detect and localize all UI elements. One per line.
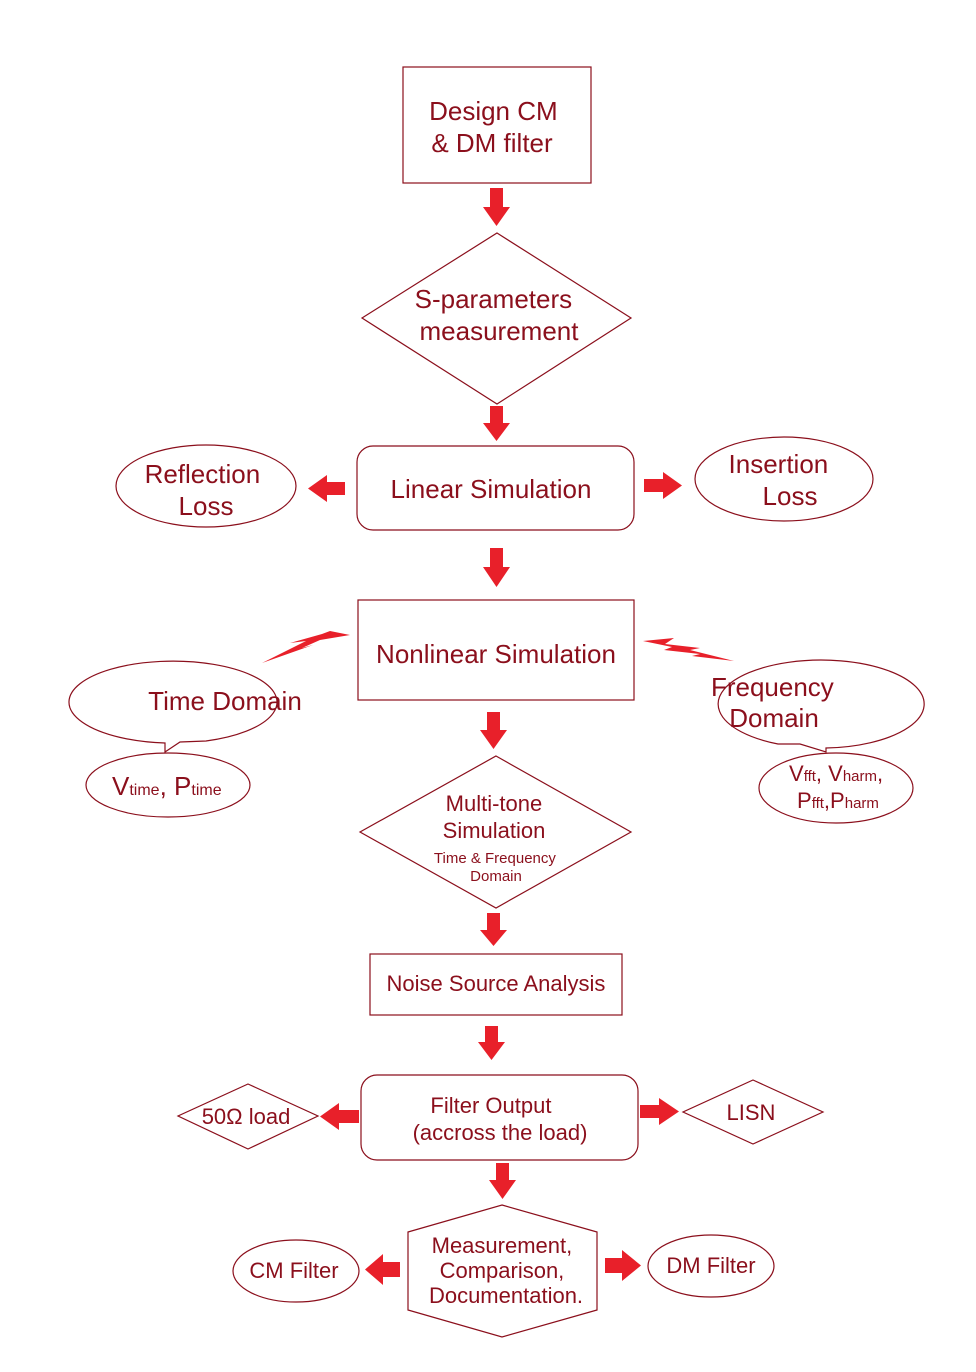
arrow-down-sparams-to-linear <box>483 406 510 441</box>
freq-domain-label-line-2: Domain <box>729 703 819 733</box>
svg-text:Measurement, Comparison,: Measurement, Comparison, Documentation. <box>429 1233 583 1308</box>
svg-text:Multi-tone Simulation: Multi-tone Simulation <box>443 791 549 843</box>
cm-filter-label: CM Filter <box>249 1258 338 1283</box>
time-domain-callout <box>68 660 278 754</box>
arrow-down-noise-to-filter-output <box>478 1026 505 1060</box>
vtime-label: Vtime, Ptime <box>112 771 222 801</box>
insertion-label-line-2: Loss <box>763 481 818 511</box>
lisn-label: LISN <box>727 1100 776 1125</box>
node-insertion-loss: Insertion Loss <box>694 436 874 522</box>
measurement-label-line-2: Comparison, <box>440 1258 565 1283</box>
dm-filter-label: DM Filter <box>666 1253 755 1278</box>
svg-text:Frequency Domain: Frequency Domain <box>711 672 841 733</box>
node-reflection-loss: Reflection Loss <box>115 444 297 528</box>
multitone-diamond <box>358 755 633 909</box>
svg-text:Design CM & DM filter: Design CM & DM filter <box>429 96 565 158</box>
reflection-label-line-1: Reflection <box>145 459 261 489</box>
node-lisn: LISN <box>681 1079 825 1145</box>
multitone-label-line-1: Multi-tone <box>446 791 543 816</box>
arrow-down-design-to-sparams <box>483 188 510 226</box>
svg-text:Noise Source Analysis: Noise Source Analysis <box>387 971 606 996</box>
reflection-ellipse <box>115 444 297 528</box>
svg-text:Nonlinear Simulation: Nonlinear Simulation <box>376 639 616 669</box>
measurement-label-line-3: Documentation. <box>429 1283 583 1308</box>
node-sparams: S-parameters measurement <box>360 232 633 405</box>
node-time-domain: Time Domain Vtime, Ptime <box>68 660 302 818</box>
node-noise-source: Noise Source Analysis <box>369 953 623 1016</box>
arrow-left-to-cm-filter <box>365 1254 400 1285</box>
reflection-label-line-2: Loss <box>179 491 234 521</box>
svg-text:Reflection Loss: Reflection Loss <box>145 459 268 521</box>
node-frequency-domain: Frequency Domain Vfft, Vharm, Pfft,Pharm <box>711 659 925 824</box>
vfft-label-line-1: Vfft, Vharm, <box>789 761 883 786</box>
svg-text:50Ω load: 50Ω load <box>202 1104 291 1129</box>
dm-filter-ellipse <box>647 1234 775 1298</box>
arrow-left-to-load <box>320 1103 359 1130</box>
sparams-label-line-2: measurement <box>420 316 580 346</box>
svg-text:LISN: LISN <box>727 1100 776 1125</box>
cm-filter-ellipse <box>232 1239 360 1303</box>
nonlinear-label: Nonlinear Simulation <box>376 639 616 669</box>
svg-text:Time & Frequency Domain: Time & Frequency Domain <box>434 850 560 885</box>
arrow-down-filter-output-to-measurement <box>489 1163 516 1199</box>
noise-box <box>369 953 623 1016</box>
node-design: Design CM & DM filter <box>402 66 592 184</box>
lightning-bolt-left-icon <box>262 631 350 663</box>
node-linear-simulation: Linear Simulation <box>356 445 635 531</box>
vfft-ellipse <box>758 752 914 824</box>
arrow-right-to-dm-filter <box>605 1250 641 1281</box>
design-label-line-2: & DM filter <box>431 128 553 158</box>
multitone-sub-line-1: Time & Frequency <box>434 850 556 867</box>
svg-text:CM Filter: CM Filter <box>249 1258 338 1283</box>
arrow-right-to-lisn <box>640 1098 679 1125</box>
time-domain-label: Time Domain <box>148 686 302 716</box>
vfft-label-line-2: Pfft,Pharm <box>797 788 879 813</box>
svg-text:Filter Output (accross t: Filter Output (accross the load) <box>413 1093 588 1145</box>
svg-text:Insertion Loss: Insertion Loss <box>729 449 836 511</box>
node-nonlinear-simulation: Nonlinear Simulation <box>357 599 635 701</box>
svg-text:DM Filter: DM Filter <box>666 1253 755 1278</box>
linear-label: Linear Simulation <box>391 474 592 504</box>
svg-text:Time Domain: Time Domain <box>148 686 302 716</box>
lightning-bolt-right-icon <box>643 638 734 661</box>
node-cm-filter: CM Filter <box>232 1239 360 1303</box>
load-diamond <box>176 1083 320 1150</box>
node-50-ohm-load: 50Ω load <box>176 1083 320 1150</box>
arrow-left-to-reflection <box>308 475 345 502</box>
filter-output-label-line-1: Filter Output <box>430 1093 551 1118</box>
sparams-diamond <box>360 232 633 405</box>
node-measurement: Measurement, Comparison, Documentation. <box>407 1204 598 1338</box>
arrow-right-to-insertion <box>644 472 682 499</box>
design-box <box>402 66 592 184</box>
insertion-label-line-1: Insertion <box>729 449 829 479</box>
design-label-line-1: Design CM <box>429 96 558 126</box>
node-filter-output: Filter Output (accross the load) <box>360 1074 639 1161</box>
measurement-hexagon <box>407 1204 598 1338</box>
vtime-ellipse <box>85 752 251 818</box>
filter-output-label-line-2: (accross the load) <box>413 1120 588 1145</box>
freq-domain-label-line-1: Frequency <box>711 672 834 702</box>
measurement-label-line-1: Measurement, <box>432 1233 573 1258</box>
insertion-ellipse <box>694 436 874 522</box>
multitone-label-line-2: Simulation <box>443 818 546 843</box>
arrow-down-linear-to-nonlinear <box>483 548 510 587</box>
noise-label: Noise Source Analysis <box>387 971 606 996</box>
svg-text:Linear Simulation: Linear Simulation <box>391 474 592 504</box>
lisn-diamond <box>681 1079 825 1145</box>
arrow-down-nonlinear-to-multitone <box>480 712 507 749</box>
linear-box <box>356 445 635 531</box>
sparams-label-line-1: S-parameters <box>415 284 573 314</box>
load-label: 50Ω load <box>202 1104 291 1129</box>
node-dm-filter: DM Filter <box>647 1234 775 1298</box>
arrow-down-multitone-to-noise <box>480 913 507 946</box>
freq-domain-callout <box>717 659 925 753</box>
node-multitone: Multi-tone Simulation Time & Frequency D… <box>358 755 633 909</box>
filter-output-box <box>360 1074 639 1161</box>
svg-text:S-parameters measurement: S-parameters measurement <box>415 284 580 346</box>
nonlinear-box <box>357 599 635 701</box>
multitone-sub-line-2: Domain <box>470 868 522 885</box>
